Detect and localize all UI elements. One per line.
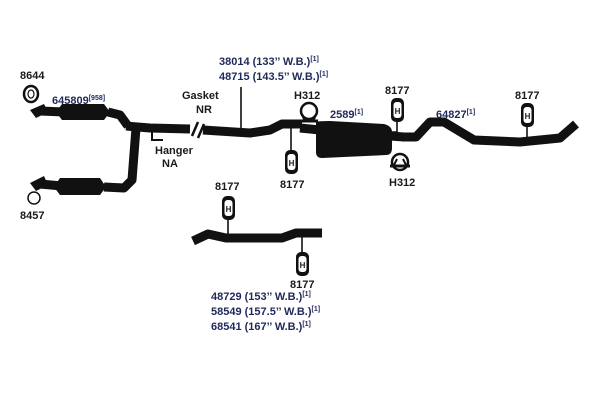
- label-64827: 64827[1]: [436, 109, 475, 121]
- label-48715: 48715 (143.5’’ W.B.)[1]: [219, 71, 328, 83]
- label-8644: 8644: [20, 70, 45, 82]
- hanger-glyph: H: [395, 107, 401, 116]
- muffler-2589: [316, 121, 392, 158]
- muffler-outlet-pipe: [389, 131, 405, 142]
- label-48729: 48729 (153’’ W.B.)[1]: [211, 291, 311, 303]
- label-gasket: Gasket: [182, 90, 219, 102]
- label-8457: 8457: [20, 210, 44, 222]
- label-38014: 38014 (133’’ W.B.)[1]: [219, 56, 319, 68]
- label-hanger-status: NA: [162, 158, 178, 170]
- tail-pipe-64827: [402, 117, 579, 147]
- ring-8457: [27, 191, 41, 205]
- hanger-8177-alt-bottom: H: [296, 237, 309, 276]
- label-h312-bottom: H312: [389, 177, 415, 189]
- label-8177-mid: 8177: [280, 179, 304, 191]
- hanger-bracket: [151, 124, 163, 141]
- hanger-8177-muffler: H: [386, 98, 404, 133]
- label-8177-alt-top: 8177: [215, 181, 239, 193]
- hanger-glyph: H: [300, 261, 306, 270]
- clamp-h312-bottom: [390, 152, 410, 172]
- label-8177-alt-bottom: 8177: [290, 279, 314, 291]
- gasket-symbol: [190, 121, 206, 139]
- gasket-ring-8644: [22, 84, 40, 104]
- hanger-glyph: H: [226, 205, 232, 214]
- label-8177-muffler: 8177: [385, 85, 409, 97]
- converter-y-pipe-645809: [30, 104, 191, 195]
- label-8177-tail: 8177: [515, 90, 539, 102]
- hanger-glyph: H: [289, 159, 295, 168]
- hanger-8177-tail: H: [521, 103, 534, 138]
- label-h312-top: H312: [294, 90, 320, 102]
- label-gasket-status: NR: [196, 104, 212, 116]
- hanger-8177-mid: H: [285, 128, 298, 174]
- alt-intermediate-pipe: [191, 228, 322, 246]
- label-2589: 2589[1]: [330, 109, 363, 121]
- clamp-h312-top: [299, 101, 319, 123]
- label-645809: 645809[958]: [52, 95, 105, 107]
- label-hanger: Hanger: [155, 145, 194, 157]
- hanger-8177-alt-top: H: [222, 196, 235, 236]
- hanger-glyph: H: [525, 112, 531, 121]
- label-58549: 58549 (157.5’’ W.B.)[1]: [211, 306, 320, 318]
- intermediate-pipe-38014: [202, 119, 302, 138]
- label-68541: 68541 (167’’ W.B.)[1]: [211, 321, 311, 333]
